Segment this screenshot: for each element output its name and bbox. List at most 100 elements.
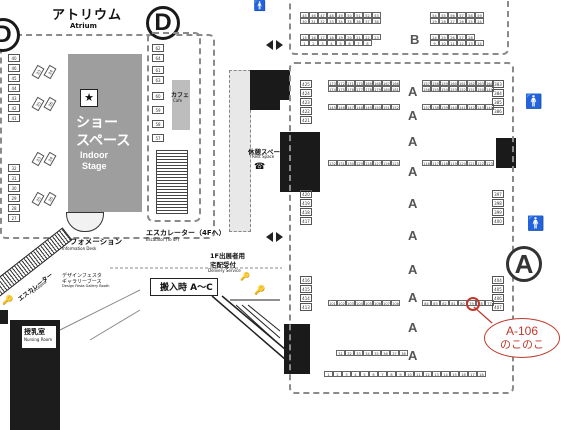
booth-cell[interactable]: 9 xyxy=(430,40,439,46)
booth-cell[interactable]: 169 xyxy=(364,80,373,86)
booth-cell[interactable]: 82 xyxy=(440,300,449,306)
booth-cell[interactable]: 145 xyxy=(328,104,337,110)
booth-cell[interactable]: 1 xyxy=(300,40,309,46)
booth-cell[interactable]: 123 xyxy=(485,160,494,166)
booth-cell[interactable]: 181 xyxy=(391,86,400,92)
booth-cell[interactable]: 139 xyxy=(440,104,449,110)
booth-cell[interactable]: 34 xyxy=(336,18,345,24)
booth-cell[interactable]: 101 xyxy=(328,300,337,306)
booth-cell[interactable]: 14 xyxy=(475,40,484,46)
booth-cell[interactable]: 81 xyxy=(449,300,458,306)
booth-cell[interactable]: 6 xyxy=(369,371,378,377)
booth-cell[interactable]: 52 xyxy=(363,12,372,18)
booth-cell[interactable]: 104 xyxy=(355,300,364,306)
booth-cell[interactable]: 7 xyxy=(378,371,387,377)
booth-cell[interactable]: 162 xyxy=(467,80,476,86)
booth-cell[interactable]: 177 xyxy=(355,86,364,92)
booth-cell[interactable]: 6 xyxy=(345,40,354,46)
booth-cell[interactable]: 173 xyxy=(328,80,337,86)
booth-cell[interactable]: 4 xyxy=(327,40,336,46)
booth-cell[interactable]: 170 xyxy=(355,80,364,86)
booth-cell[interactable]: 160 xyxy=(449,80,458,86)
booth-cell[interactable]: 23 xyxy=(372,34,381,40)
booth-cell[interactable]: 152 xyxy=(458,86,467,92)
booth-cell[interactable]: 151 xyxy=(382,104,391,110)
booth-cell[interactable]: 125 xyxy=(391,160,400,166)
booth-cell[interactable]: 154 xyxy=(440,86,449,92)
booth-cell[interactable]: 140 xyxy=(449,104,458,110)
booth-cell[interactable]: 83 xyxy=(431,300,440,306)
booth-cell[interactable]: 102 xyxy=(337,300,346,306)
booth-cell[interactable]: 46 xyxy=(309,12,318,18)
booth-cell[interactable]: 129 xyxy=(355,160,364,166)
booth-cell[interactable]: 11 xyxy=(414,371,423,377)
booth-cell[interactable]: 32 xyxy=(345,350,354,356)
booth-cell[interactable]: 120 xyxy=(458,160,467,166)
booth-cell[interactable]: 36 xyxy=(381,350,390,356)
booth-cell[interactable]: 17 xyxy=(318,34,327,40)
booth-cell[interactable]: 54 xyxy=(430,12,439,18)
booth-cell[interactable]: 126 xyxy=(382,160,391,166)
booth-cell[interactable]: 47 xyxy=(318,12,327,18)
booth-cell[interactable]: 25 xyxy=(439,34,448,40)
booth-cell[interactable]: 175 xyxy=(337,86,346,92)
booth-cell[interactable]: 5 xyxy=(336,40,345,46)
booth-cell[interactable]: 13 xyxy=(466,40,475,46)
booth-cell[interactable]: 12 xyxy=(423,371,432,377)
booth-cell[interactable]: 130 xyxy=(346,160,355,166)
booth-cell[interactable]: 57 xyxy=(457,12,466,18)
booth-cell[interactable]: 157 xyxy=(422,80,431,86)
booth-cell[interactable]: 14 xyxy=(441,371,450,377)
booth-cell[interactable]: 171 xyxy=(346,80,355,86)
booth-cell[interactable]: 32 xyxy=(318,18,327,24)
booth-cell[interactable]: 20 xyxy=(345,34,354,40)
booth-cell[interactable]: 147 xyxy=(346,104,355,110)
booth-cell[interactable]: 131 xyxy=(337,160,346,166)
booth-cell[interactable]: 49 xyxy=(336,12,345,18)
booth-cell[interactable]: 53 xyxy=(372,12,381,18)
booth-cell[interactable]: 35 xyxy=(372,350,381,356)
booth-cell[interactable]: 16 xyxy=(309,34,318,40)
booth-cell[interactable]: 56 xyxy=(448,12,457,18)
booth-cell[interactable]: 108 xyxy=(391,300,400,306)
booth-cell[interactable]: 31 xyxy=(336,350,345,356)
booth-cell[interactable]: 37 xyxy=(390,350,399,356)
booth-cell[interactable]: 163 xyxy=(476,80,485,86)
booth-cell[interactable]: 37 xyxy=(363,18,372,24)
highlight-booth-a106[interactable] xyxy=(466,297,480,311)
booth-cell[interactable]: 38 xyxy=(372,18,381,24)
booth-cell[interactable]: 10 xyxy=(405,371,414,377)
booth-cell[interactable]: 156 xyxy=(422,86,431,92)
booth-cell[interactable]: 33 xyxy=(327,18,336,24)
booth-cell[interactable]: 148 xyxy=(355,104,364,110)
booth-cell[interactable]: 117 xyxy=(431,160,440,166)
booth-cell[interactable]: 15 xyxy=(450,371,459,377)
booth-cell[interactable]: 168 xyxy=(373,80,382,86)
booth-cell[interactable]: 11 xyxy=(448,40,457,46)
booth-cell[interactable]: 143 xyxy=(476,104,485,110)
booth-cell[interactable]: 138 xyxy=(431,104,440,110)
booth-cell[interactable]: 118 xyxy=(440,160,449,166)
booth-cell[interactable]: 128 xyxy=(364,160,373,166)
booth-cell[interactable]: 105 xyxy=(364,300,373,306)
booth-cell[interactable]: 25 xyxy=(466,18,475,24)
booth-cell[interactable]: 17 xyxy=(468,371,477,377)
booth-cell[interactable]: 106 xyxy=(373,300,382,306)
booth-cell[interactable]: 27 xyxy=(457,34,466,40)
booth-cell[interactable]: 141 xyxy=(458,104,467,110)
booth-cell[interactable]: 103 xyxy=(346,300,355,306)
booth-cell[interactable]: 8 xyxy=(363,40,372,46)
booth-cell[interactable]: 179 xyxy=(373,86,382,92)
booth-cell[interactable]: 55 xyxy=(439,12,448,18)
booth-cell[interactable]: 12 xyxy=(457,40,466,46)
booth-cell[interactable]: 48 xyxy=(327,12,336,18)
booth-cell[interactable]: 84 xyxy=(422,300,431,306)
booth-cell[interactable]: 152 xyxy=(391,104,400,110)
booth-cell[interactable]: 155 xyxy=(431,86,440,92)
booth-cell[interactable]: 19 xyxy=(336,34,345,40)
booth-cell[interactable]: 3 xyxy=(342,371,351,377)
booth-cell[interactable]: 9 xyxy=(396,371,405,377)
booth-cell[interactable]: 132 xyxy=(328,160,337,166)
booth-cell[interactable]: 28 xyxy=(439,18,448,24)
booth-cell[interactable]: 26 xyxy=(448,34,457,40)
